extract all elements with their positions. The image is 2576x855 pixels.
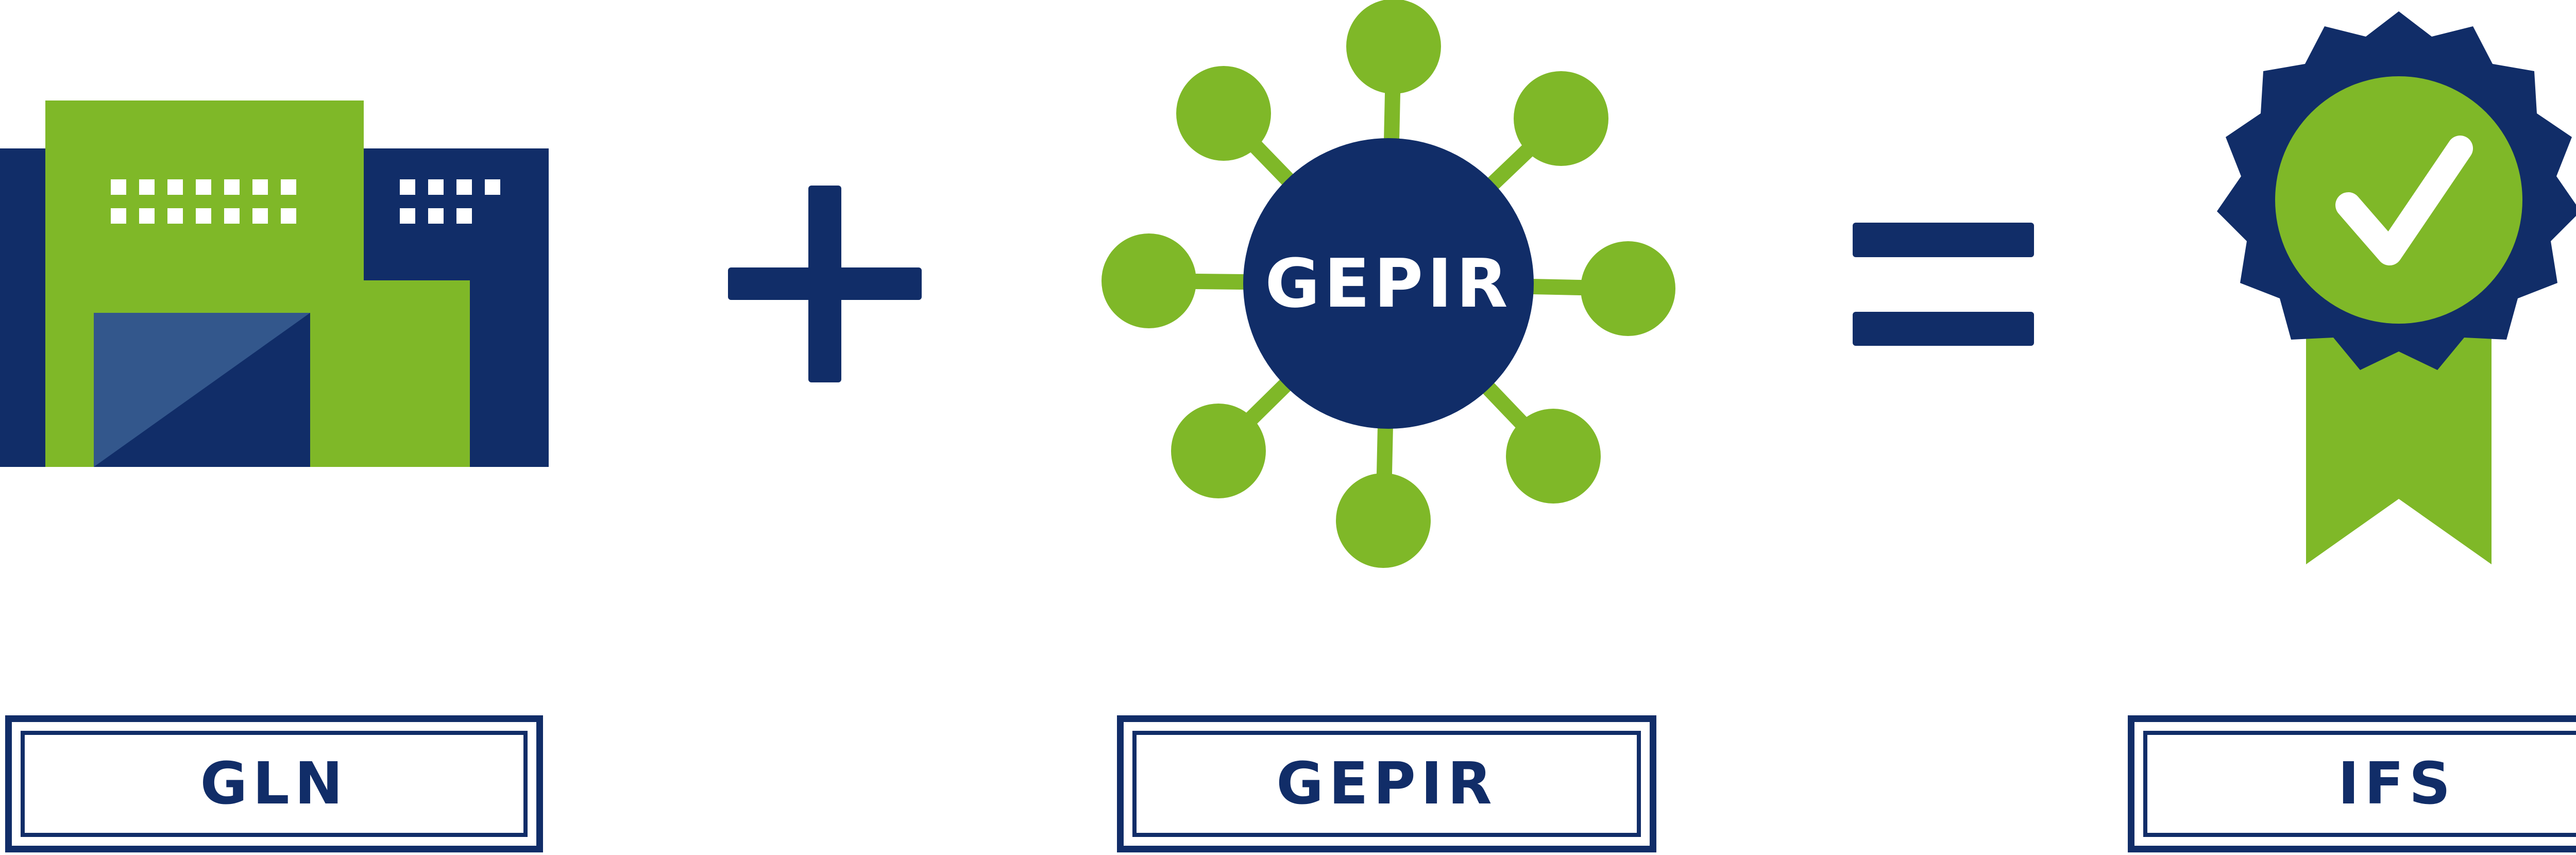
building-windows-left (111, 179, 296, 224)
gepir-label-box: GEPIR (1117, 715, 1656, 852)
network-hub-icon: GEPIR (1101, 0, 1675, 568)
hub-center-node (1243, 138, 1534, 429)
ifs-label: IFS (2337, 750, 2456, 817)
ifs-label-box: IFS (2128, 715, 2576, 852)
node-bottom (1336, 473, 1431, 568)
building-icon (0, 100, 549, 467)
building-left-wing (0, 148, 49, 467)
building-windows-right (400, 179, 500, 224)
gln-label-box: GLN (5, 715, 543, 852)
checkmark-icon (2335, 136, 2473, 265)
node-left (1101, 233, 1196, 328)
building-side-annex (361, 280, 470, 467)
node-lower-right (1506, 409, 1601, 504)
plus-icon (728, 186, 922, 382)
gepir-label-inner-border (1132, 731, 1641, 837)
certificate-badge-icon (2217, 11, 2576, 564)
node-upper-left (1176, 66, 1271, 161)
badge-ribbon (2306, 320, 2492, 564)
node-right (1581, 241, 1675, 336)
node-upper-right (1514, 71, 1608, 166)
ifs-label-inner-border (2143, 731, 2576, 837)
gln-label: GLN (200, 750, 348, 817)
hub-satellite-nodes (1101, 0, 1675, 568)
gepir-label: GEPIR (1276, 750, 1497, 817)
node-lower-left (1171, 404, 1266, 498)
equals-icon (1853, 223, 2034, 346)
node-top (1346, 0, 1441, 94)
badge-inner-circle (2275, 76, 2522, 324)
hub-center-label: GEPIR (1265, 244, 1512, 323)
gln-label-inner-border (21, 731, 528, 837)
building-garage-shadow (94, 313, 310, 467)
